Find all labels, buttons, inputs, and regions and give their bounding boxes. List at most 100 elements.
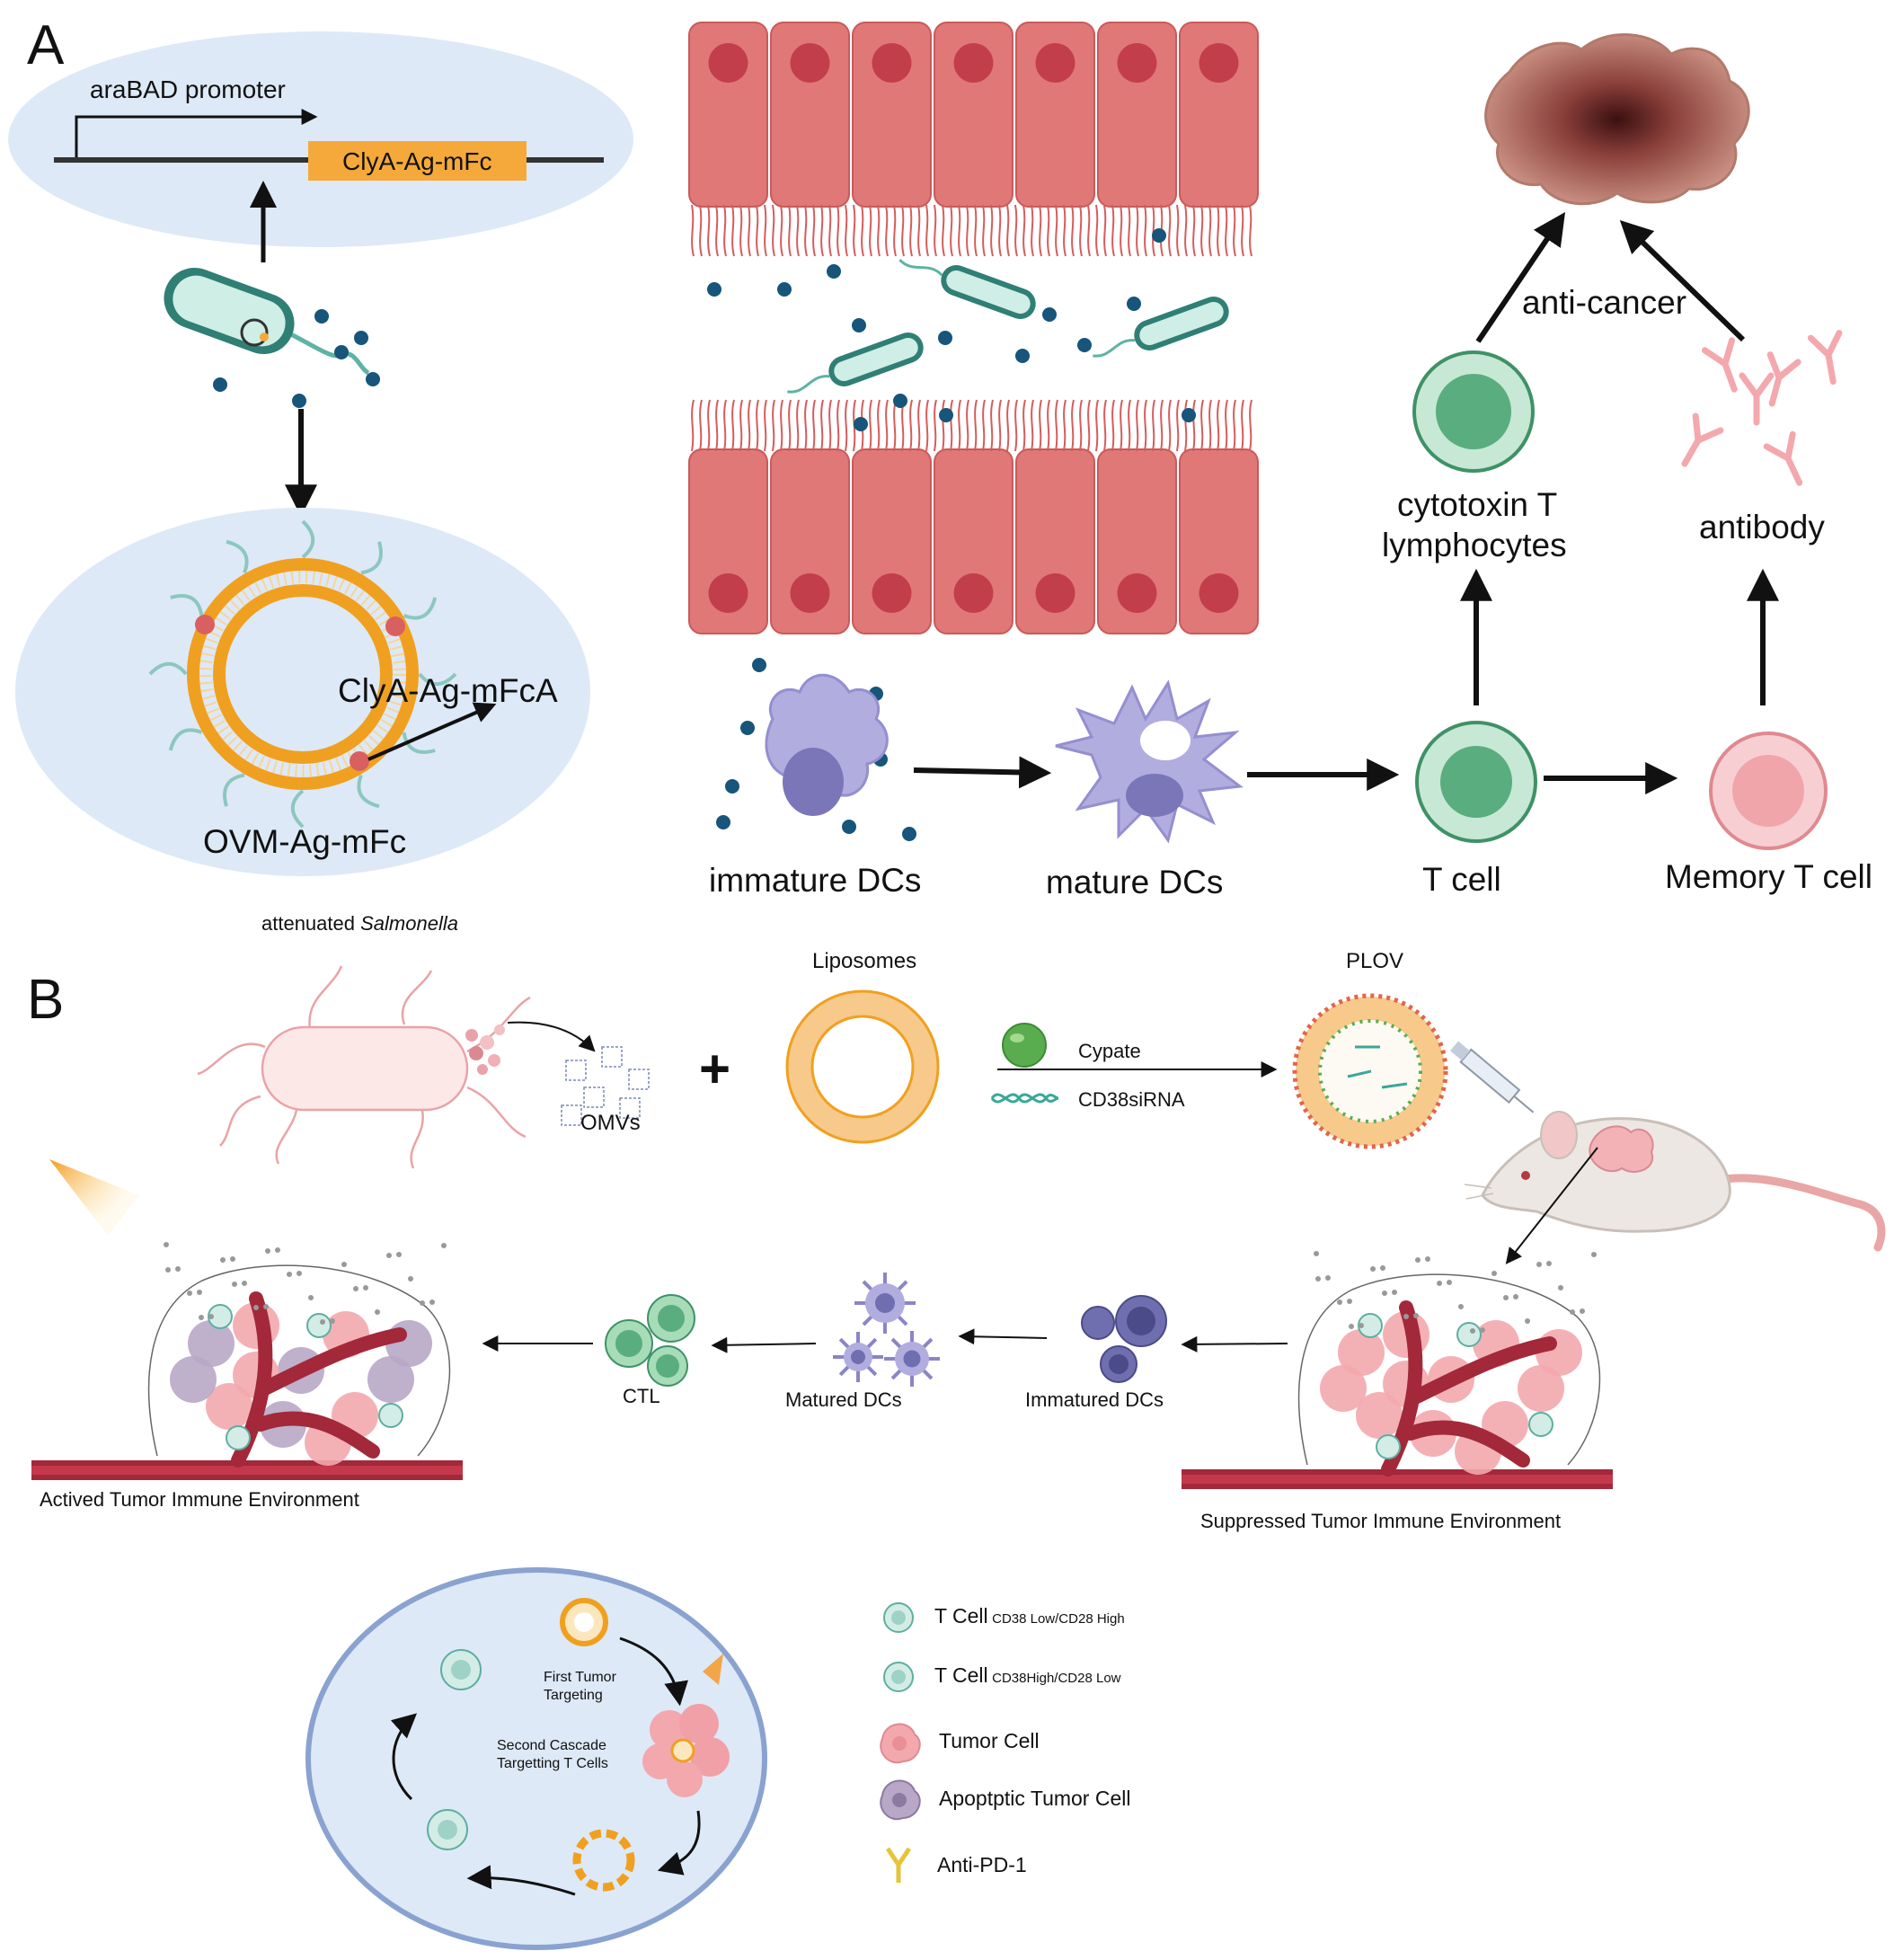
epithelial-cell (934, 22, 1013, 208)
bacteria-caption-italic: Salmonella (360, 912, 458, 935)
scatter-dot (353, 1286, 358, 1291)
t-cell-label: T cell (1422, 861, 1501, 898)
first-targeting-line2: Targeting (544, 1688, 603, 1703)
antibody-label: antibody (1699, 509, 1825, 545)
omv-particle (583, 1086, 605, 1108)
scatter-dot (386, 1253, 392, 1258)
vesicle-tail (402, 732, 436, 754)
first-targeting-line1: First Tumor (544, 1670, 616, 1685)
memory-t-cell-label: Memory T cell (1665, 858, 1872, 895)
scatter-dot (263, 1304, 269, 1309)
suppressed-env-label: Suppressed Tumor Immune Environment (1200, 1510, 1562, 1532)
scatter-dot (265, 1248, 270, 1254)
arrow-immature-to-mature (913, 756, 1052, 789)
construct-ellipse (8, 31, 633, 247)
cypate-icon (1002, 1023, 1047, 1068)
t-cell-high-icon (440, 1649, 482, 1690)
epithelial-cell (1179, 448, 1259, 634)
scatter-dot (1570, 1309, 1575, 1315)
scatter-dot (1470, 1328, 1475, 1334)
legend-t-cell-high-sub: CD38High/CD28 Low (992, 1671, 1121, 1686)
antibody-icon (1766, 351, 1801, 407)
cell-nucleus (872, 573, 912, 613)
scatter-dot (429, 1299, 435, 1305)
liposomes-label: Liposomes (812, 949, 917, 973)
scatter-dot (1347, 1299, 1352, 1304)
cascade-targeting-cycle (305, 1567, 767, 1950)
vesicle-tail (226, 539, 249, 574)
antibody-icons (1681, 330, 1843, 486)
bacteria-caption-prefix: attenuated (261, 912, 361, 935)
antibody-icon (1681, 412, 1724, 467)
lumen-bacterium (787, 333, 924, 394)
ctl-cluster-icon (605, 1294, 695, 1387)
omv-dot (1042, 307, 1057, 322)
scatter-dot (1359, 1323, 1364, 1328)
cell-nucleus (1035, 43, 1075, 83)
omv-dot (902, 827, 916, 841)
mature-dcs-label: mature DCs (1046, 864, 1224, 900)
tumor-t-cell (226, 1425, 251, 1450)
bacterium-outline-icon (197, 965, 531, 1169)
vesicle-inner-membrane (213, 584, 393, 764)
scatter-dot (197, 1290, 202, 1295)
scatter-dot (1558, 1285, 1563, 1290)
cell-nucleus (1035, 573, 1075, 613)
scatter-dot (1403, 1314, 1409, 1319)
scatter-dot (220, 1257, 226, 1263)
vesicle-tail (223, 773, 245, 807)
vesicle-label: OVM-Ag-mFc (203, 823, 407, 860)
scatter-dot (1392, 1290, 1397, 1295)
tumor-cell (1536, 1329, 1582, 1376)
legend-t-cell-high-icon (883, 1662, 914, 1692)
scatter-dot (441, 1243, 447, 1248)
antibody-icon (1739, 372, 1775, 426)
actived-tumor-environment-illustration (31, 1242, 463, 1480)
omv-dot (854, 417, 868, 431)
suppressed-tumor-environment-illustration (1182, 1251, 1613, 1489)
antibody-icon (1763, 430, 1803, 486)
scatter-dot (199, 1315, 204, 1320)
epithelial-cell (852, 22, 932, 208)
scatter-dot (1591, 1252, 1597, 1257)
omv-dot (752, 658, 766, 672)
omv-dot (938, 331, 952, 345)
omv-particle (561, 1104, 582, 1126)
promoter-label: araBAD promoter (90, 75, 286, 103)
epithelial-cell (688, 448, 768, 634)
microvilli-bottom (691, 399, 1252, 452)
scatter-dot (164, 1242, 169, 1247)
vesicle-tail (170, 594, 204, 616)
scatter-dot (230, 1256, 235, 1262)
scatter-dot (242, 1281, 247, 1286)
protein-label: ClyA-Ag-mFcA (338, 672, 558, 709)
vesicle-tail (357, 774, 380, 809)
vesicle-tail (403, 597, 438, 620)
omv-particle (565, 1060, 587, 1081)
vesicle-tail (418, 672, 457, 687)
syringe-icon (1450, 1041, 1535, 1113)
plus-sign: + (699, 1039, 731, 1099)
omv-dot (827, 264, 841, 279)
arrow-ctl-to-tumor (1475, 212, 1566, 343)
scatter-dot (1380, 1265, 1385, 1271)
immature-dcs-label: immature DCs (709, 862, 922, 899)
epithelial-cell (770, 448, 850, 634)
omv-particle (601, 1046, 623, 1068)
omv-dot (852, 318, 866, 333)
vesicle-ellipse (15, 508, 590, 876)
scatter-dot (1437, 1281, 1442, 1286)
legend-apoptotic-cell: Apoptptic Tumor Cell (939, 1787, 1131, 1810)
tumor-t-cell (306, 1313, 332, 1338)
matured-dcs-icon (833, 1273, 940, 1387)
gene-label: ClyA-Ag-mFc (342, 147, 492, 175)
bacterium-icon (164, 267, 370, 376)
cell-nucleus (790, 43, 830, 83)
scatter-dot (1546, 1261, 1552, 1266)
scatter-dot (408, 1276, 413, 1282)
tumor-boundary (1297, 1273, 1601, 1466)
legend-icons (880, 1602, 921, 1883)
laser-light-icon (49, 1159, 139, 1236)
